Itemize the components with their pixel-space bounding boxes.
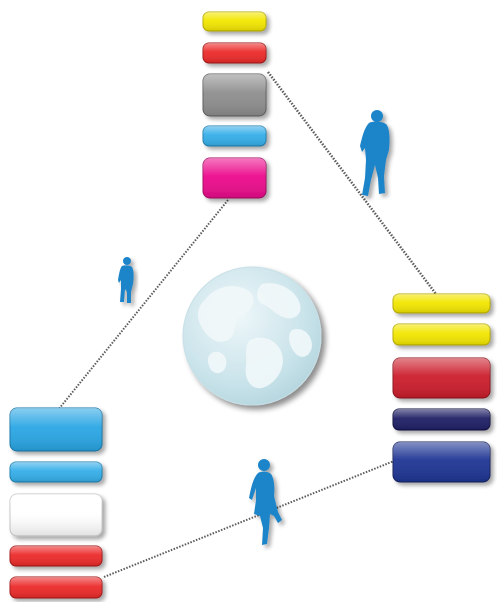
top-block-2 <box>202 42 267 64</box>
globe-icon <box>182 266 322 406</box>
top-block-stack <box>202 11 267 199</box>
top-block-1 <box>202 11 267 32</box>
left-block-4 <box>9 545 103 567</box>
top-block-4 <box>202 125 267 147</box>
connector-top-right <box>267 71 437 295</box>
left-block-1 <box>9 407 103 452</box>
right-block-stack <box>392 293 491 483</box>
right-block-2 <box>392 323 491 346</box>
connector-left-right <box>103 460 395 578</box>
left-block-5 <box>9 576 103 599</box>
left-block-2 <box>9 461 103 483</box>
top-block-3 <box>202 73 267 117</box>
left-block-3 <box>9 493 103 537</box>
walking-man-icon <box>360 110 390 196</box>
right-block-5 <box>392 441 491 483</box>
left-block-stack <box>9 407 103 599</box>
top-block-5 <box>202 157 267 199</box>
right-block-1 <box>392 293 491 314</box>
walking-person-icon <box>118 257 134 303</box>
connector-lines <box>57 71 437 578</box>
right-block-4 <box>392 408 491 431</box>
connector-top-left <box>57 199 229 411</box>
right-block-3 <box>392 357 491 399</box>
walking-woman-icon <box>249 459 282 545</box>
